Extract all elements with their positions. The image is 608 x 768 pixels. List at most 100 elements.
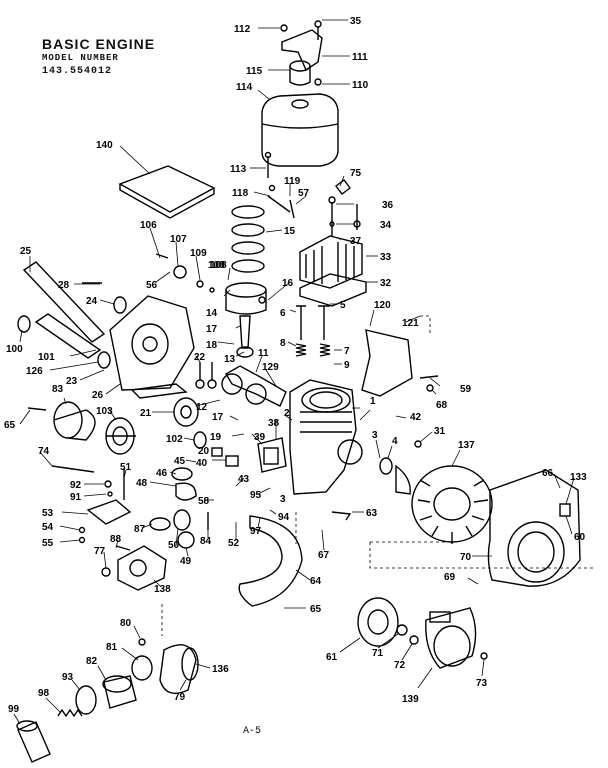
part-drawing-valve [318, 305, 330, 340]
part-drawing-blower-housing [487, 469, 581, 587]
callout-label: 59 [460, 384, 472, 395]
callout-label: 110 [352, 80, 369, 91]
part-drawing-shield [361, 329, 413, 397]
callout-label: 113 [230, 164, 247, 175]
part-drawing-crankcase-cover [109, 295, 195, 391]
callout-label: 100 [6, 344, 23, 355]
callout-label: 119 [284, 176, 301, 187]
callout-label: 87 [134, 524, 146, 535]
callout-label: 4 [392, 436, 398, 447]
part-drawing-plunger [17, 721, 51, 763]
model-number-label: MODEL NUMBER [42, 53, 119, 63]
callout-label: 33 [380, 252, 392, 263]
callout-label: 84 [200, 536, 212, 547]
callout-label: 67 [318, 550, 330, 561]
callout-label: 139 [402, 694, 419, 705]
callout-label: 138 [154, 584, 171, 595]
callout-label: 35 [350, 16, 362, 27]
callout-label: 72 [394, 660, 406, 671]
callout-label: 137 [458, 440, 475, 451]
callout-label: 20 [198, 446, 210, 457]
part-drawing-shaft [22, 261, 106, 343]
part-drawing-connecting-rod [239, 315, 251, 349]
callout-label: 52 [228, 538, 240, 549]
callout-label: 1 [370, 396, 376, 407]
callout-label: 136 [212, 664, 229, 675]
callout-label: 71 [372, 648, 384, 659]
callout-label: 65 [310, 604, 322, 615]
callout-label: 11 [258, 348, 269, 359]
callout-labels: 112 35 111 115 110 114 140 113 75 119 11… [4, 16, 587, 715]
callout-label: 37 [350, 236, 362, 247]
callout-label: 19 [210, 432, 222, 443]
callout-label: 93 [62, 672, 74, 683]
callout-label: 109 [190, 248, 207, 259]
part-drawing-nut [314, 78, 322, 86]
callout-label: 57 [298, 188, 310, 199]
callout-label: 12 [196, 402, 208, 413]
callout-label: 75 [350, 168, 362, 179]
callout-label: 74 [38, 446, 50, 457]
part-drawing-valve-spring [319, 343, 331, 357]
callout-label: 115 [246, 66, 263, 77]
callout-label: 64 [310, 576, 322, 587]
part-drawing-piston [225, 282, 267, 298]
callout-label: 46 [156, 468, 168, 479]
callout-label: 80 [120, 618, 132, 629]
part-drawing-bushing [159, 644, 197, 694]
callout-label: 92 [70, 480, 82, 491]
callout-label: 9 [344, 360, 350, 371]
callout-label: 49 [180, 556, 192, 567]
part-drawing-cover-plate [118, 165, 216, 213]
callout-label: 99 [8, 704, 20, 715]
part-drawing-crankshaft [225, 365, 287, 407]
callout-label: 55 [42, 538, 54, 549]
callout-label: 140 [96, 140, 113, 151]
callout-label: 31 [434, 426, 446, 437]
part-drawing-fuel-tank [261, 93, 339, 167]
part-drawing-piston-ring [231, 223, 265, 237]
callout-label: 34 [380, 220, 392, 231]
callout-label: 2 [284, 408, 290, 419]
part-drawing-valve-spring [295, 343, 307, 357]
callout-label: 16 [282, 278, 294, 289]
part-drawing-cover [53, 401, 83, 439]
callout-label: 133 [570, 472, 587, 483]
callout-label: 45 [174, 456, 186, 467]
callout-label: 126 [26, 366, 43, 377]
callout-label: 56 [146, 280, 158, 291]
part-drawing-screw [314, 20, 322, 28]
callout-label: 65 [4, 420, 16, 431]
callout-label: 5 [340, 300, 346, 311]
callout-label: 101 [38, 352, 55, 363]
callout-label: 70 [460, 552, 472, 563]
callout-label: 83 [52, 384, 64, 395]
part-drawing-sleeve [103, 675, 137, 709]
callout-label: 25 [20, 246, 32, 257]
callout-label: 3 [372, 430, 378, 441]
callout-label: 38 [268, 418, 280, 429]
callout-label: 28 [58, 280, 70, 291]
callout-label: 3 [280, 494, 286, 505]
callout-label: 21 [140, 408, 152, 419]
part-drawing-fuel-cap [289, 60, 311, 72]
callout-label: 63 [366, 508, 378, 519]
part-drawing-carburetor [117, 545, 167, 591]
callout-label: 108 [208, 260, 225, 271]
callout-label: 66 [542, 468, 554, 479]
callout-label: 108 [210, 260, 227, 271]
callout-label: 43 [238, 474, 250, 485]
callout-label: 50 [168, 540, 180, 551]
callout-label: 95 [250, 490, 262, 501]
callout-label: 112 [234, 24, 251, 35]
callout-label: 103 [96, 406, 113, 417]
callout-label: 77 [94, 546, 106, 557]
callout-label: 26 [92, 390, 104, 401]
callout-label: 91 [70, 492, 82, 503]
part-drawing-shaft [34, 313, 102, 359]
callout-label: 13 [224, 354, 236, 365]
part-drawing-piston-ring [231, 241, 265, 255]
diagram-title: BASIC ENGINE [42, 36, 156, 52]
part-drawing-starter-cup [357, 597, 399, 647]
